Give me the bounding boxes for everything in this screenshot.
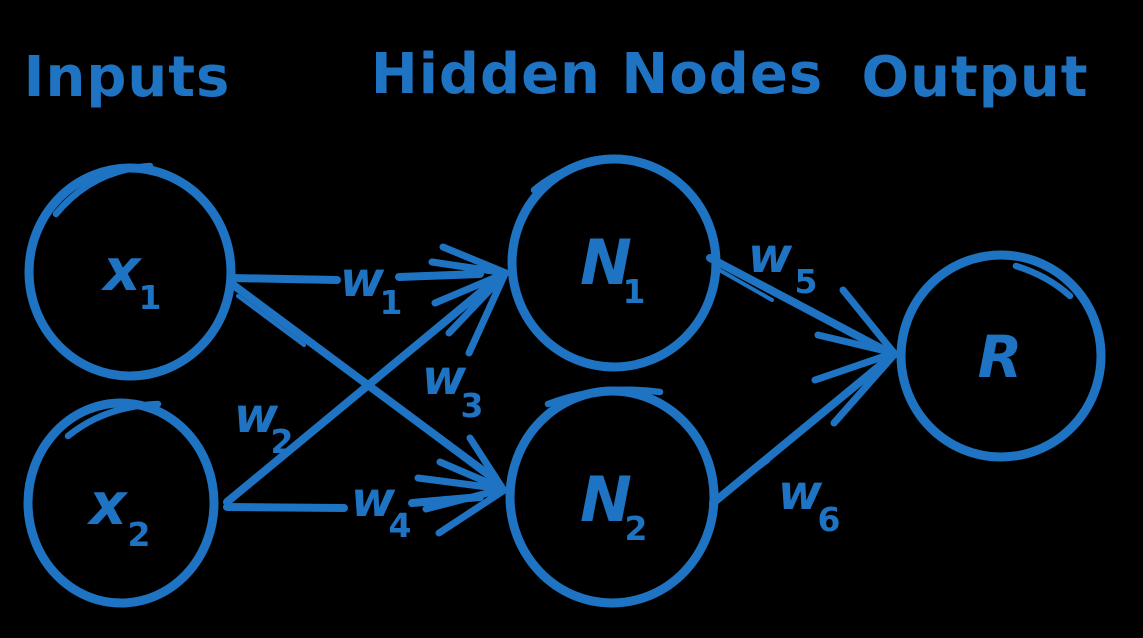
weight-w4-subscript: 4: [389, 506, 412, 545]
weight-w5-subscript: 5: [795, 262, 818, 301]
node-n2: N 2: [505, 386, 719, 608]
weight-w1-subscript: 1: [380, 283, 403, 322]
weight-label-w2: w 2: [234, 388, 294, 461]
node-n1: N 1: [507, 154, 721, 372]
node-r-circle: [896, 250, 1106, 462]
edge-n2-r-sketch-double: [721, 459, 770, 496]
node-r-sketch-accent: [1012, 262, 1074, 300]
node-x2-subscript: 2: [128, 515, 151, 554]
node-x2-sketch-accent: [64, 400, 162, 440]
node-x1: x 1: [24, 162, 236, 381]
node-r-label: R: [978, 323, 1023, 391]
arrowhead-n2-strokes: [414, 434, 507, 537]
edge-x2-n1-line: [223, 273, 503, 506]
edges: [223, 243, 898, 537]
arrowhead-n1: [428, 243, 510, 357]
weight-w1-letter: w: [340, 252, 385, 308]
arrowhead-n2: [414, 434, 507, 537]
node-x2: x 2: [23, 398, 219, 608]
node-x2-circle: [23, 398, 219, 608]
headers: Inputs Hidden Nodes Output: [24, 42, 1089, 110]
weight-label-w3: w 3: [422, 350, 484, 425]
header-hidden-nodes: Hidden Nodes: [371, 42, 823, 107]
node-n1-label: N: [580, 226, 632, 299]
edge-x1-n1-segment-right: [395, 270, 484, 281]
node-x1-label: x: [100, 236, 142, 304]
edge-n1-r: [706, 254, 892, 356]
header-inputs: Inputs: [24, 45, 231, 110]
edge-n2-r: [709, 355, 892, 507]
edge-x1-n2: [228, 280, 501, 485]
weight-label-w5: w 5: [748, 228, 818, 301]
edge-n1-r-sketch-double: [712, 265, 774, 302]
node-n1-sketch-accent: [530, 154, 626, 194]
weight-label-w6: w 6: [778, 465, 841, 539]
arrowhead-r: [811, 286, 898, 427]
node-x1-sketch-accent: [52, 162, 154, 218]
weight-labels: w 1 w 2 w 3 w 4 w 5 w 6: [234, 228, 841, 545]
edge-n1-r-line: [706, 254, 892, 356]
weight-w2-letter: w: [234, 388, 279, 444]
edge-x1-n1-segment-left: [227, 274, 341, 284]
edge-x1-n2-sketch-double: [236, 294, 306, 347]
nodes: x 1 x 2 N 1 N 2 R: [23, 154, 1106, 608]
weight-w4-letter: w: [351, 472, 396, 528]
weight-w2-subscript: 2: [271, 422, 294, 461]
node-x2-label: x: [86, 470, 128, 538]
node-n2-sketch-accent: [544, 386, 664, 408]
weight-w6-subscript: 6: [818, 500, 841, 539]
node-n2-subscript: 2: [625, 509, 648, 548]
arrowhead-n1-strokes: [428, 243, 510, 357]
node-x1-subscript: 1: [139, 278, 162, 317]
weight-label-w1: w 1: [340, 252, 403, 322]
weight-w3-subscript: 3: [461, 386, 484, 425]
weight-w6-letter: w: [778, 465, 823, 521]
edge-x1-n1: [227, 270, 484, 284]
edge-x2-n1: [223, 273, 503, 506]
edge-x1-n2-line: [228, 280, 501, 485]
node-r: R: [896, 250, 1106, 462]
node-n2-label: N: [580, 463, 632, 536]
edge-x2-n2-segment-left: [223, 503, 348, 512]
node-n1-subscript: 1: [623, 272, 646, 311]
weight-w3-letter: w: [422, 350, 467, 406]
weight-label-w4: w 4: [351, 472, 412, 545]
header-output: Output: [862, 45, 1089, 110]
arrowhead-r-strokes: [811, 286, 898, 427]
weight-w5-letter: w: [748, 228, 793, 284]
